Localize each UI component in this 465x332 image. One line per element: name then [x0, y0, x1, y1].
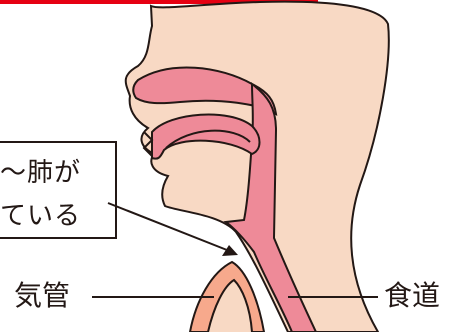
callout-line-2: ている: [0, 203, 81, 229]
esophagus-label: 食道: [384, 282, 440, 310]
trachea-label: 気管: [14, 282, 70, 310]
callout-line-1: 〜肺が: [0, 160, 81, 186]
arrow-head: [222, 245, 238, 256]
